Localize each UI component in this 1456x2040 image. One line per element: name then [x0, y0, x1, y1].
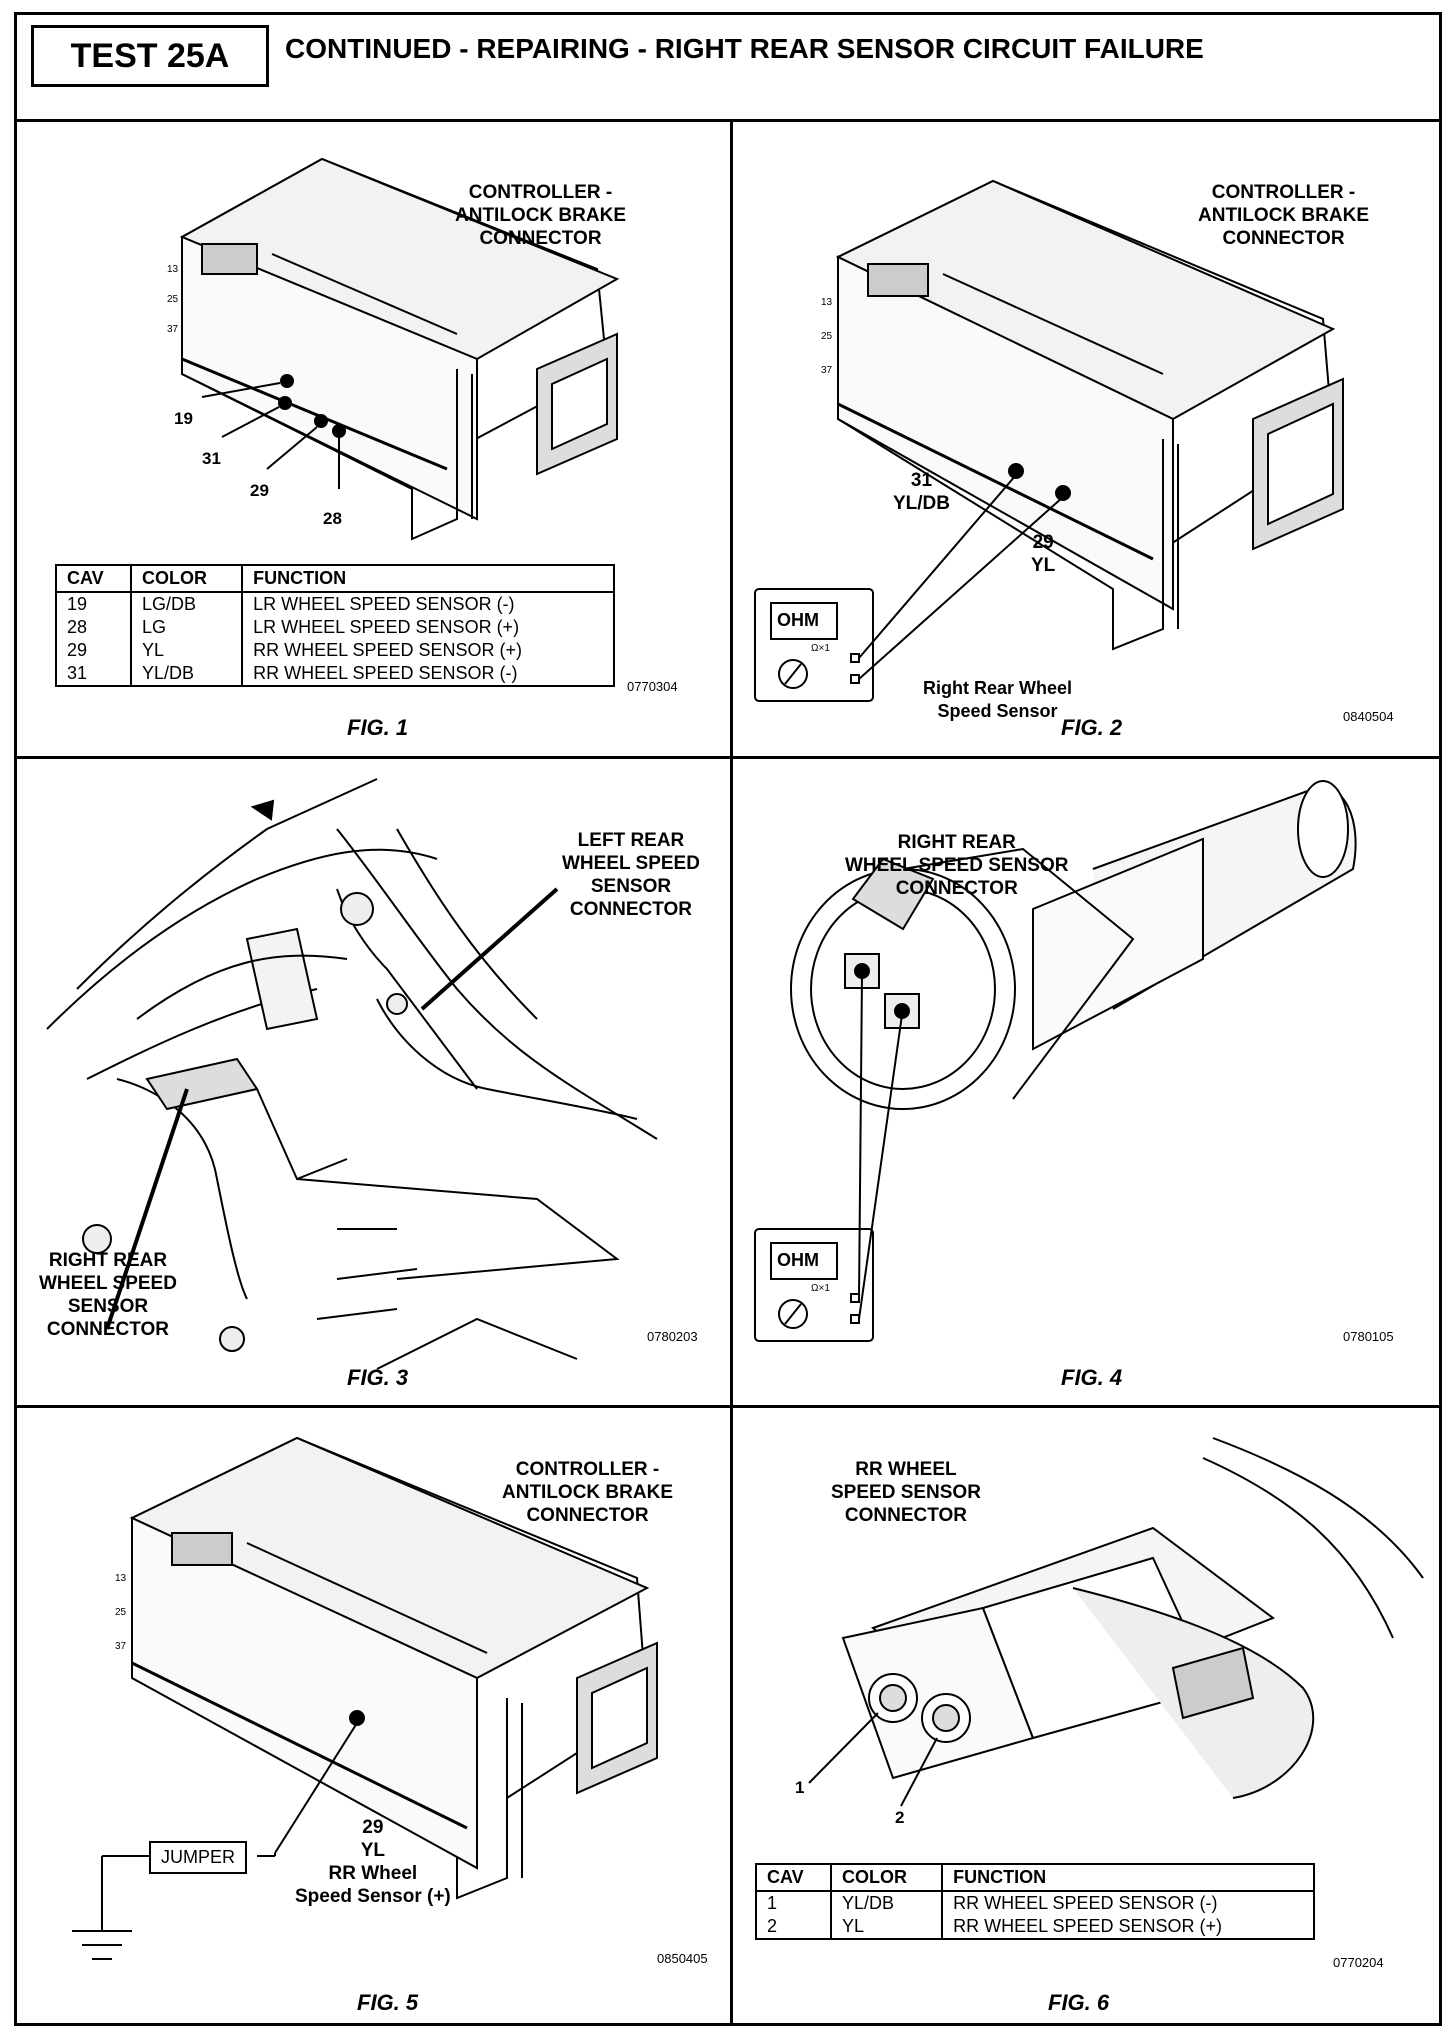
- drawing-code: 0840504: [1343, 709, 1394, 724]
- row-divider: [17, 756, 1439, 759]
- drawing-code: 0780203: [647, 1329, 698, 1344]
- row-divider: [17, 1405, 1439, 1408]
- fig4-sensor-connector-drawing: [754, 780, 1357, 1342]
- fig3-caption: FIG. 3: [347, 1365, 409, 1390]
- pin-number: 13: [821, 297, 833, 308]
- meter-display: OHM: [777, 610, 819, 630]
- test-label: TEST 25A: [31, 25, 269, 87]
- pin-number: 13: [167, 264, 179, 275]
- meter-display: OHM: [777, 1250, 819, 1270]
- header: TEST 25A CONTINUED - REPAIRING - RIGHT R…: [17, 15, 1439, 122]
- fig4-caption: FIG. 4: [1061, 1365, 1123, 1390]
- pin-number: 25: [115, 1607, 127, 1618]
- manual-page: TEST 25A CONTINUED - REPAIRING - RIGHT R…: [14, 12, 1442, 2026]
- pin-number: 37: [167, 324, 179, 335]
- meter-range: Ω×1: [811, 643, 830, 654]
- pin-29-label: 29: [250, 481, 269, 500]
- pin-number: 25: [821, 331, 833, 342]
- fig1-abs-connector-drawing: [179, 157, 620, 541]
- fig6-sensor-connector-drawing: [808, 1437, 1424, 1807]
- pin-31-label: 31: [202, 449, 221, 468]
- pin-19-label: 19: [174, 409, 193, 428]
- pin-1-label: 1: [795, 1778, 805, 1797]
- meter-range: Ω×1: [811, 1283, 830, 1294]
- drawing-code: 0850405: [657, 1951, 708, 1966]
- jumper-box: JUMPER: [149, 1841, 248, 1874]
- fig1-caption: FIG. 1: [347, 715, 409, 740]
- fig5-abs-connector-drawing: [72, 1436, 658, 1960]
- pin-number: 13: [115, 1573, 127, 1584]
- pin-number: 37: [821, 365, 833, 376]
- drawing-code: 0770204: [1333, 1955, 1384, 1970]
- fig6-caption: FIG. 6: [1048, 1990, 1110, 2015]
- pin-28-label: 28: [323, 509, 342, 528]
- pin-number: 37: [115, 1641, 127, 1652]
- drawing-code: 0770304: [627, 679, 678, 694]
- fig2-abs-connector-drawing: [754, 179, 1344, 702]
- page-title: CONTINUED - REPAIRING - RIGHT REAR SENSO…: [285, 33, 1204, 64]
- drawing-code: 0780105: [1343, 1329, 1394, 1344]
- pin-2-label: 2: [895, 1808, 905, 1827]
- fig2-caption: FIG. 2: [1061, 715, 1123, 740]
- pin-number: 25: [167, 294, 179, 305]
- fig5-caption: FIG. 5: [357, 1990, 419, 2015]
- column-divider: [730, 119, 733, 2026]
- fig3-vehicle-drawing: [46, 778, 658, 1370]
